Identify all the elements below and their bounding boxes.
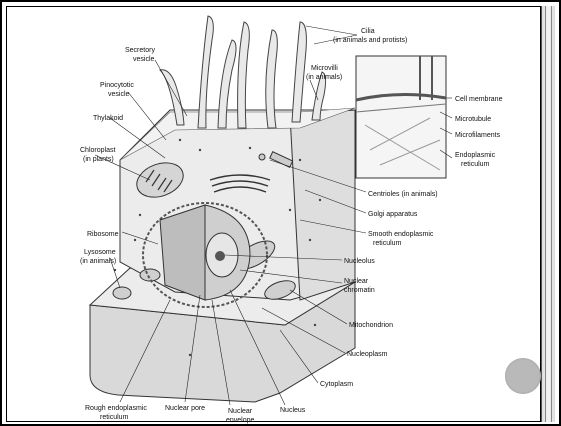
label-pinocytotic-vesicle-1: Pinocytotic [100, 82, 134, 89]
label-smooth-er-1: Smooth endoplasmic [368, 231, 434, 238]
label-centrioles: Centrioles (in animals) [368, 191, 438, 198]
label-nucleolus: Nucleolus [344, 258, 375, 265]
label-thylakoid: Thylakoid [93, 115, 123, 122]
label-nucleoplasm: Nucleoplasm [347, 351, 388, 358]
label-microfilaments: Microfilaments [455, 132, 501, 139]
label-nucleus: Nucleus [280, 407, 306, 414]
label-pinocytotic-vesicle-2: vesicle [108, 91, 130, 98]
slide-nav-button[interactable] [505, 358, 541, 394]
label-nuclear-envelope-1: Nuclear [228, 408, 253, 415]
label-chloroplast-2: (in plants) [83, 156, 114, 163]
label-lysosome-2: (in animals) [80, 258, 116, 265]
label-golgi-apparatus: Golgi apparatus [368, 211, 418, 218]
label-cell-membrane: Cell membrane [455, 96, 503, 103]
label-nuclear-chromatin-2: chromatin [344, 287, 375, 294]
label-secretory-vesicle-1: Secretory [125, 47, 155, 54]
inset-cell-membrane [356, 56, 446, 178]
label-smooth-er-2: reticulum [373, 240, 402, 247]
label-nuclear-pore: Nuclear pore [165, 405, 205, 412]
label-rough-er-1: Rough endoplasmic [85, 405, 147, 412]
label-er-2: reticulum [461, 161, 490, 168]
label-ribosome: Ribosome [87, 231, 119, 238]
label-nuclear-chromatin-1: Nuclear [344, 278, 369, 285]
label-microvilli-1: Microvilli [311, 65, 338, 72]
label-cilia: Cilia [361, 28, 375, 35]
label-rough-er-2: reticulum [100, 414, 129, 421]
label-cytoplasm: Cytoplasm [320, 381, 353, 388]
label-microvilli-2: (in animals) [306, 74, 342, 81]
label-secretory-vesicle-2: vesicle [133, 56, 155, 63]
label-mitochondrion: Mitochondrion [349, 322, 393, 329]
label-nuclear-envelope-2: envelope [226, 417, 255, 424]
lysosome [113, 287, 131, 299]
label-cilia-note: (in animals and protists) [333, 37, 407, 44]
label-chloroplast-1: Chloroplast [80, 147, 115, 154]
label-lysosome-1: Lysosome [84, 249, 116, 256]
label-microtubule: Microtubule [455, 116, 491, 123]
label-er-1: Endoplasmic [455, 152, 496, 159]
